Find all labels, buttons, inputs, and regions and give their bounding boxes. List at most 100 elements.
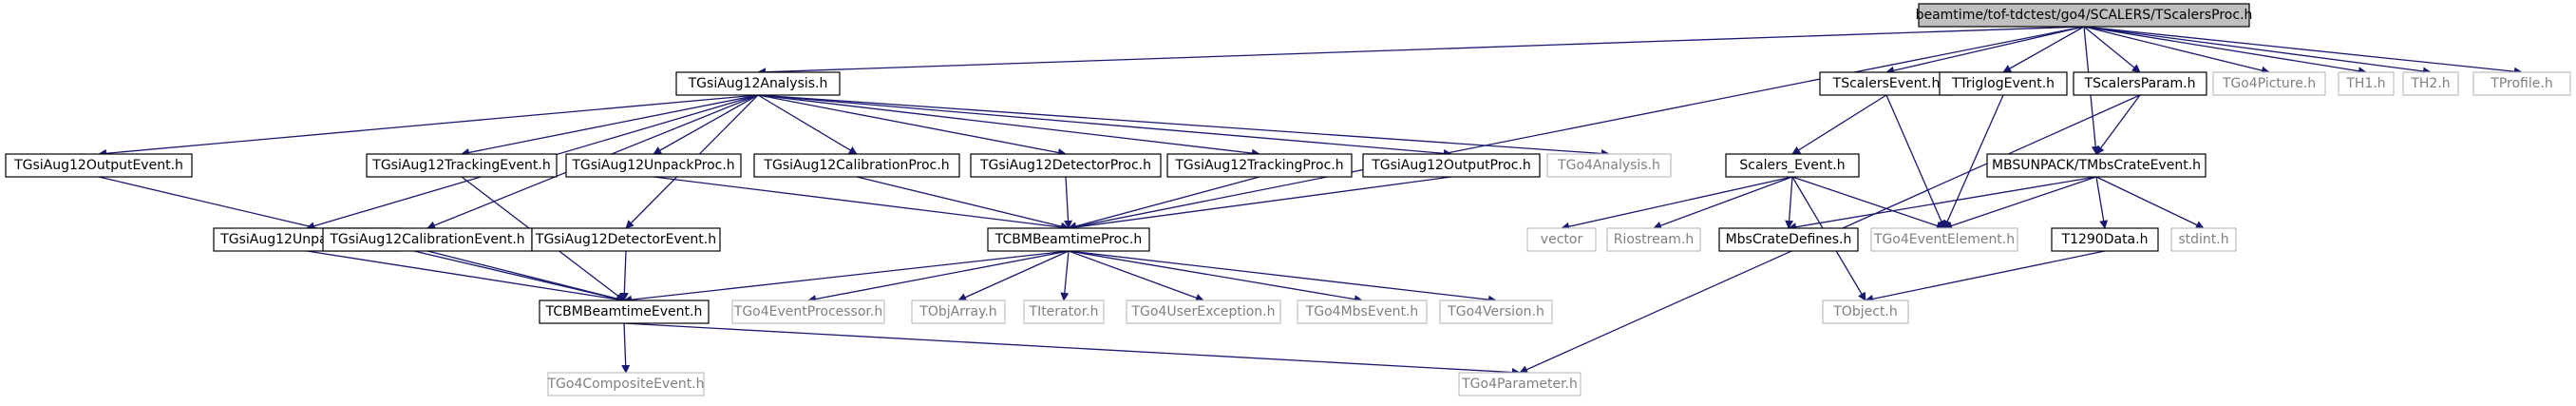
- node-box-beamtimeProc: [987, 227, 1150, 252]
- node-box-trackingEvent: [366, 153, 558, 178]
- node-box-go4EventElement: [1870, 227, 2018, 252]
- node-unpackProc[interactable]: TGsiAug12UnpackProc.h: [565, 153, 742, 178]
- edge-beamtimeProc-to-titerator: [1060, 250, 1070, 301]
- node-box-outputProc: [1362, 153, 1541, 178]
- edge-root-to-analysis: [757, 26, 2085, 77]
- node-analysis[interactable]: TGsiAug12Analysis.h: [675, 71, 841, 96]
- node-scalersEvent[interactable]: TScalersEvent.h: [1819, 71, 1954, 96]
- node-box-scalersEventStruct: [1725, 153, 1860, 178]
- node-trackingEvent[interactable]: TGsiAug12TrackingEvent.h: [366, 153, 558, 178]
- node-box-go4UserException: [1126, 300, 1281, 324]
- edge-analysis-to-trackingEvent: [461, 94, 759, 157]
- edge-beamtimeProc-to-go4MbsEvent: [1068, 250, 1363, 304]
- node-scalersEventStruct[interactable]: Scalers_Event.h: [1725, 153, 1860, 178]
- node-box-th1: [2338, 71, 2395, 96]
- node-titerator: TIterator.h: [1023, 300, 1105, 324]
- node-scalersParam[interactable]: TScalersParam.h: [2073, 71, 2207, 96]
- node-th2: TH2.h: [2402, 71, 2459, 96]
- node-label-go4Picture: TGo4Picture.h: [2222, 76, 2316, 91]
- node-beamtimeProc[interactable]: TCBMBeamtimeProc.h: [987, 227, 1150, 252]
- node-box-scalersParam: [2073, 71, 2207, 96]
- edge-scalersEventStruct-to-mbsCrateDefines: [1785, 176, 1794, 229]
- node-th1: TH1.h: [2338, 71, 2395, 96]
- edge-scalersEventStruct-to-vector: [1561, 176, 1793, 231]
- edge-detectorProc-to-beamtimeProc: [1064, 176, 1073, 229]
- node-label-riostream: Riostream.h: [1614, 232, 1695, 247]
- node-triglogEvent[interactable]: TTriglogEvent.h: [1939, 71, 2068, 96]
- node-root[interactable]: beamtime/tof-tdctest/go4/SCALERS/TScaler…: [1916, 3, 2253, 28]
- edge-outputProc-to-beamtimeProc: [1068, 176, 1452, 232]
- node-label-outputProc: TGsiAug12OutputProc.h: [1371, 158, 1531, 173]
- node-box-vector: [1526, 227, 1597, 252]
- node-box-calibrationProc: [753, 153, 960, 178]
- node-label-beamtimeProc: TCBMBeamtimeProc.h: [994, 232, 1143, 247]
- node-label-t1290Data: T1290Data.h: [2061, 232, 2149, 247]
- edge-analysis-to-trackingProc: [757, 94, 1260, 158]
- node-label-scalersEvent: TScalersEvent.h: [1832, 76, 1941, 91]
- node-tobject: TObject.h: [1822, 300, 1909, 324]
- edge-root-to-go4Picture: [2083, 26, 2270, 75]
- node-label-triglogEvent: TTriglogEvent.h: [1951, 76, 2055, 91]
- node-calibrationEvent[interactable]: TGsiAug12CalibrationEvent.h: [322, 227, 533, 252]
- node-mbsCrateDefines[interactable]: MbsCrateDefines.h: [1718, 227, 1859, 252]
- edge-analysis-to-outputProc: [757, 94, 1452, 158]
- edge-scalersEventStruct-to-riostream: [1653, 176, 1793, 230]
- node-label-go4EventProcessor: TGo4EventProcessor.h: [733, 304, 882, 319]
- node-go4EventProcessor: TGo4EventProcessor.h: [731, 300, 885, 324]
- node-calibrationProc[interactable]: TGsiAug12CalibrationProc.h: [753, 153, 960, 178]
- node-go4Parameter: TGo4Parameter.h: [1458, 372, 1582, 396]
- edge-trackingProc-to-beamtimeProc: [1068, 176, 1260, 231]
- node-box-tobject: [1822, 300, 1909, 324]
- node-go4Picture: TGo4Picture.h: [2212, 71, 2326, 96]
- node-beamtimeEvent[interactable]: TCBMBeamtimeEvent.h: [539, 300, 710, 324]
- node-trackingProc[interactable]: TGsiAug12TrackingProc.h: [1166, 153, 1353, 178]
- node-label-th2: TH2.h: [2410, 76, 2450, 91]
- node-label-beamtimeEvent: TCBMBeamtimeEvent.h: [545, 304, 703, 319]
- edge-beamtimeProc-to-tobjArray: [957, 250, 1070, 301]
- node-detectorProc[interactable]: TGsiAug12DetectorProc.h: [970, 153, 1162, 178]
- node-box-detectorEvent: [531, 227, 721, 252]
- node-box-triglogEvent: [1939, 71, 2068, 96]
- node-label-unpackProc: TGsiAug12UnpackProc.h: [571, 158, 734, 173]
- node-label-stdint: stdint.h: [2178, 232, 2228, 247]
- node-box-go4MbsEvent: [1297, 300, 1428, 324]
- node-label-analysis: TGsiAug12Analysis.h: [688, 76, 828, 91]
- node-box-detectorProc: [970, 153, 1162, 178]
- node-detectorEvent[interactable]: TGsiAug12DetectorEvent.h: [531, 227, 721, 252]
- edge-calibrationProc-to-beamtimeProc: [856, 176, 1070, 231]
- node-label-vector: vector: [1541, 232, 1583, 247]
- node-box-t1290Data: [2051, 227, 2159, 252]
- edge-root-to-scalersEvent: [1885, 26, 2085, 75]
- node-t1290Data[interactable]: T1290Data.h: [2051, 227, 2159, 252]
- node-box-go4EventProcessor: [731, 300, 885, 324]
- edge-beamtimeProc-to-beamtimeEvent: [623, 250, 1070, 304]
- node-label-mbsCrateDefines: MbsCrateDefines.h: [1726, 232, 1852, 247]
- node-box-riostream: [1606, 227, 1701, 252]
- node-tobjArray: TObjArray.h: [911, 300, 1006, 324]
- node-box-calibrationEvent: [322, 227, 533, 252]
- node-outputEvent[interactable]: TGsiAug12OutputEvent.h: [5, 153, 193, 178]
- node-riostream: Riostream.h: [1606, 227, 1701, 252]
- node-box-th2: [2402, 71, 2459, 96]
- edge-t1290Data-to-tobject: [1865, 250, 2106, 303]
- node-box-unpackProc: [565, 153, 742, 178]
- edge-beamtimeProc-to-go4UserException: [1068, 250, 1204, 302]
- node-box-go4Parameter: [1458, 372, 1582, 396]
- node-box-go4Analysis: [1546, 153, 1672, 178]
- node-label-tprofile: TProfile.h: [2490, 76, 2552, 91]
- node-label-go4MbsEvent: TGo4MbsEvent.h: [1305, 304, 1419, 319]
- node-mbsCrateEvent[interactable]: MBSUNPACK/TMbsCrateEvent.h: [1986, 153, 2207, 178]
- node-box-root: [1918, 3, 2250, 28]
- node-label-go4Analysis: TGo4Analysis.h: [1557, 158, 1660, 173]
- node-box-trackingProc: [1166, 153, 1353, 178]
- node-box-stdint: [2170, 227, 2237, 252]
- edge-scalersEventStruct-to-go4EventElement: [1791, 176, 1945, 230]
- edge-analysis-to-calibrationProc: [757, 94, 858, 155]
- node-label-go4EventElement: TGo4EventElement.h: [1873, 232, 2015, 247]
- node-box-scalersEvent: [1819, 71, 1954, 96]
- node-box-tprofile: [2472, 71, 2571, 96]
- dependency-edges: [98, 26, 2523, 377]
- node-outputProc[interactable]: TGsiAug12OutputProc.h: [1362, 153, 1541, 178]
- edge-mbsCrateEvent-to-go4EventElement: [1943, 176, 2097, 230]
- edge-analysis-to-unpackProc: [653, 94, 759, 155]
